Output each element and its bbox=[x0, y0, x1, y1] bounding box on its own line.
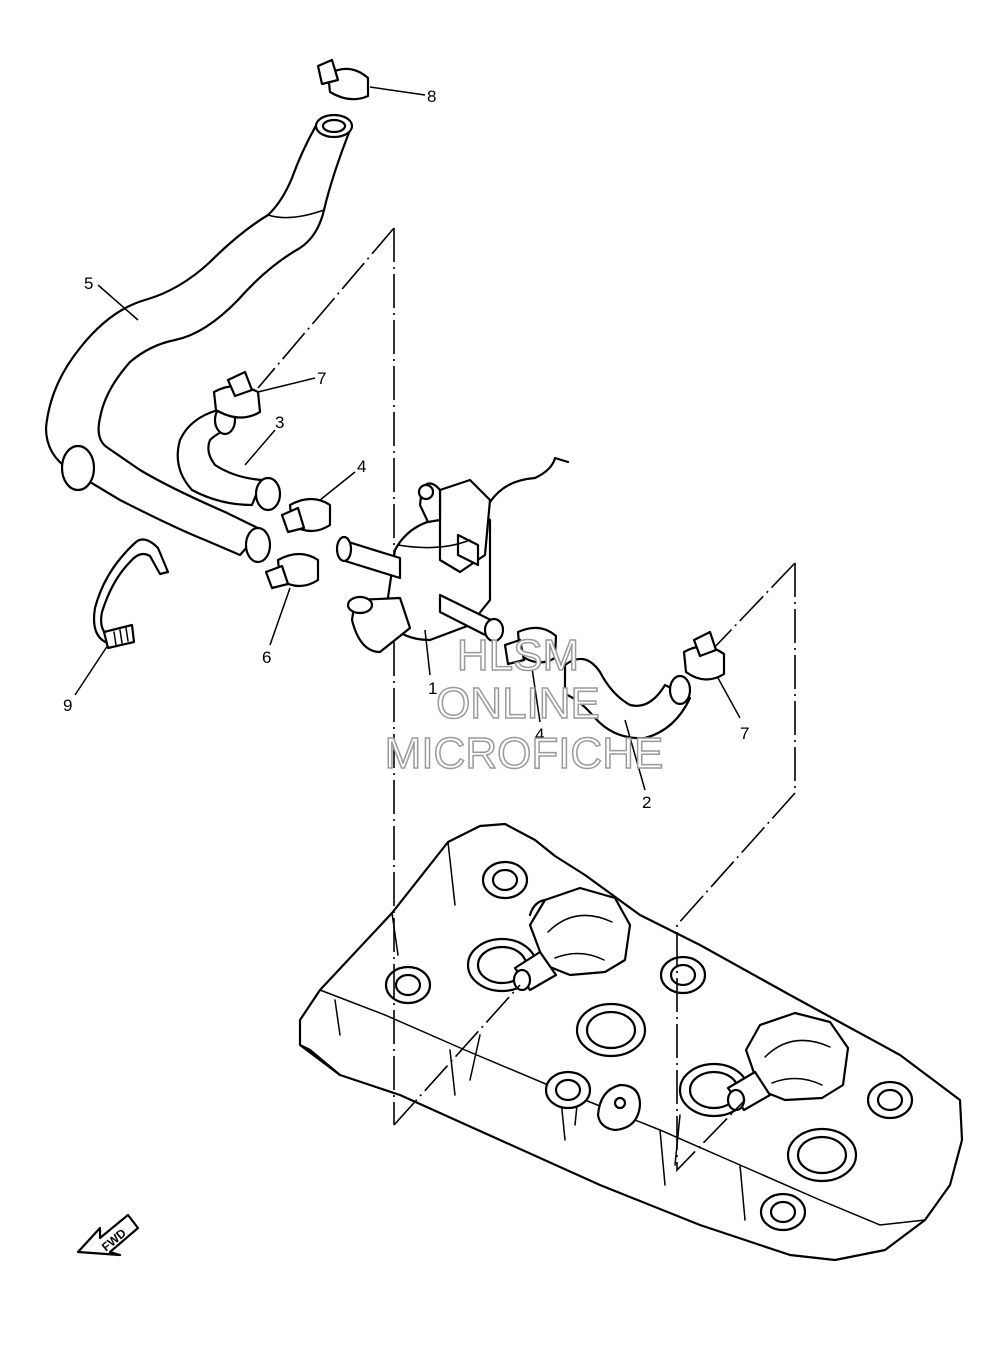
callout-1: 1 bbox=[428, 679, 437, 698]
clamp-4-upper bbox=[280, 497, 332, 534]
hose-5 bbox=[44, 113, 354, 564]
callout-4-upper: 4 bbox=[357, 457, 366, 476]
callouts: 1 2 3 4 4 5 6 7 7 8 9 bbox=[63, 87, 749, 812]
air-cutoff-valve bbox=[335, 456, 570, 654]
leader-lines bbox=[74, 86, 741, 791]
cylinder-head-cover bbox=[298, 822, 964, 1262]
callout-3: 3 bbox=[275, 413, 284, 432]
callout-6: 6 bbox=[262, 648, 271, 667]
callout-4-lower: 4 bbox=[535, 725, 544, 744]
watermark: HLSM ONLINE MICROFICHE bbox=[384, 630, 664, 779]
callout-5: 5 bbox=[84, 274, 93, 293]
callout-9: 9 bbox=[63, 696, 72, 715]
hose-3 bbox=[176, 404, 282, 512]
clamp-8 bbox=[316, 58, 370, 101]
clamp-7-lower bbox=[682, 630, 726, 681]
clamp-6 bbox=[264, 552, 320, 590]
watermark-line-2: ONLINE bbox=[436, 679, 600, 728]
fwd-arrow-icon: FWD bbox=[76, 1213, 140, 1257]
callout-8: 8 bbox=[427, 87, 436, 106]
assembly-guide-lines bbox=[257, 227, 796, 1172]
band-9 bbox=[92, 538, 170, 650]
watermark-line-3: MICROFICHE bbox=[385, 729, 664, 778]
clamp-7-upper bbox=[212, 370, 262, 419]
callout-2: 2 bbox=[642, 793, 651, 812]
clamp-4-lower bbox=[503, 626, 558, 666]
hose-2 bbox=[563, 657, 692, 740]
callout-7-upper: 7 bbox=[317, 369, 326, 388]
callout-7-lower: 7 bbox=[740, 724, 749, 743]
watermark-line-1: HLSM bbox=[457, 631, 579, 680]
